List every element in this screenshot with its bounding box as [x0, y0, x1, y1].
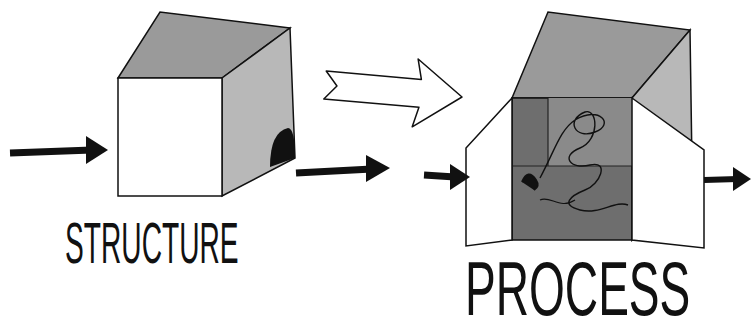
arrow-head [86, 136, 108, 164]
node-label: STRUCTURE [65, 215, 239, 272]
process-squiggle [540, 199, 575, 204]
opening-hole [522, 174, 538, 190]
interior-panel [548, 98, 632, 166]
flow-arrow [704, 179, 738, 180]
arrow-head [733, 167, 751, 191]
open-door [466, 98, 512, 246]
open-door [632, 98, 704, 248]
cube-node: STRUCTURE [60, 10, 325, 275]
cube-interior [512, 98, 632, 240]
arrow-head [450, 164, 470, 190]
interior-edge [512, 165, 632, 166]
node-label: PROCESS [465, 250, 690, 327]
process-squiggle [540, 112, 628, 211]
flow-arrow [10, 150, 92, 153]
cube-side [222, 28, 295, 196]
cube-node: PROCESS [462, 10, 712, 330]
opening-hole [270, 128, 295, 167]
arrow-head [366, 155, 390, 182]
flow-arrow [296, 169, 372, 173]
interior-edge [547, 98, 548, 166]
transition-arrow [324, 59, 462, 127]
cube-front [118, 78, 222, 196]
